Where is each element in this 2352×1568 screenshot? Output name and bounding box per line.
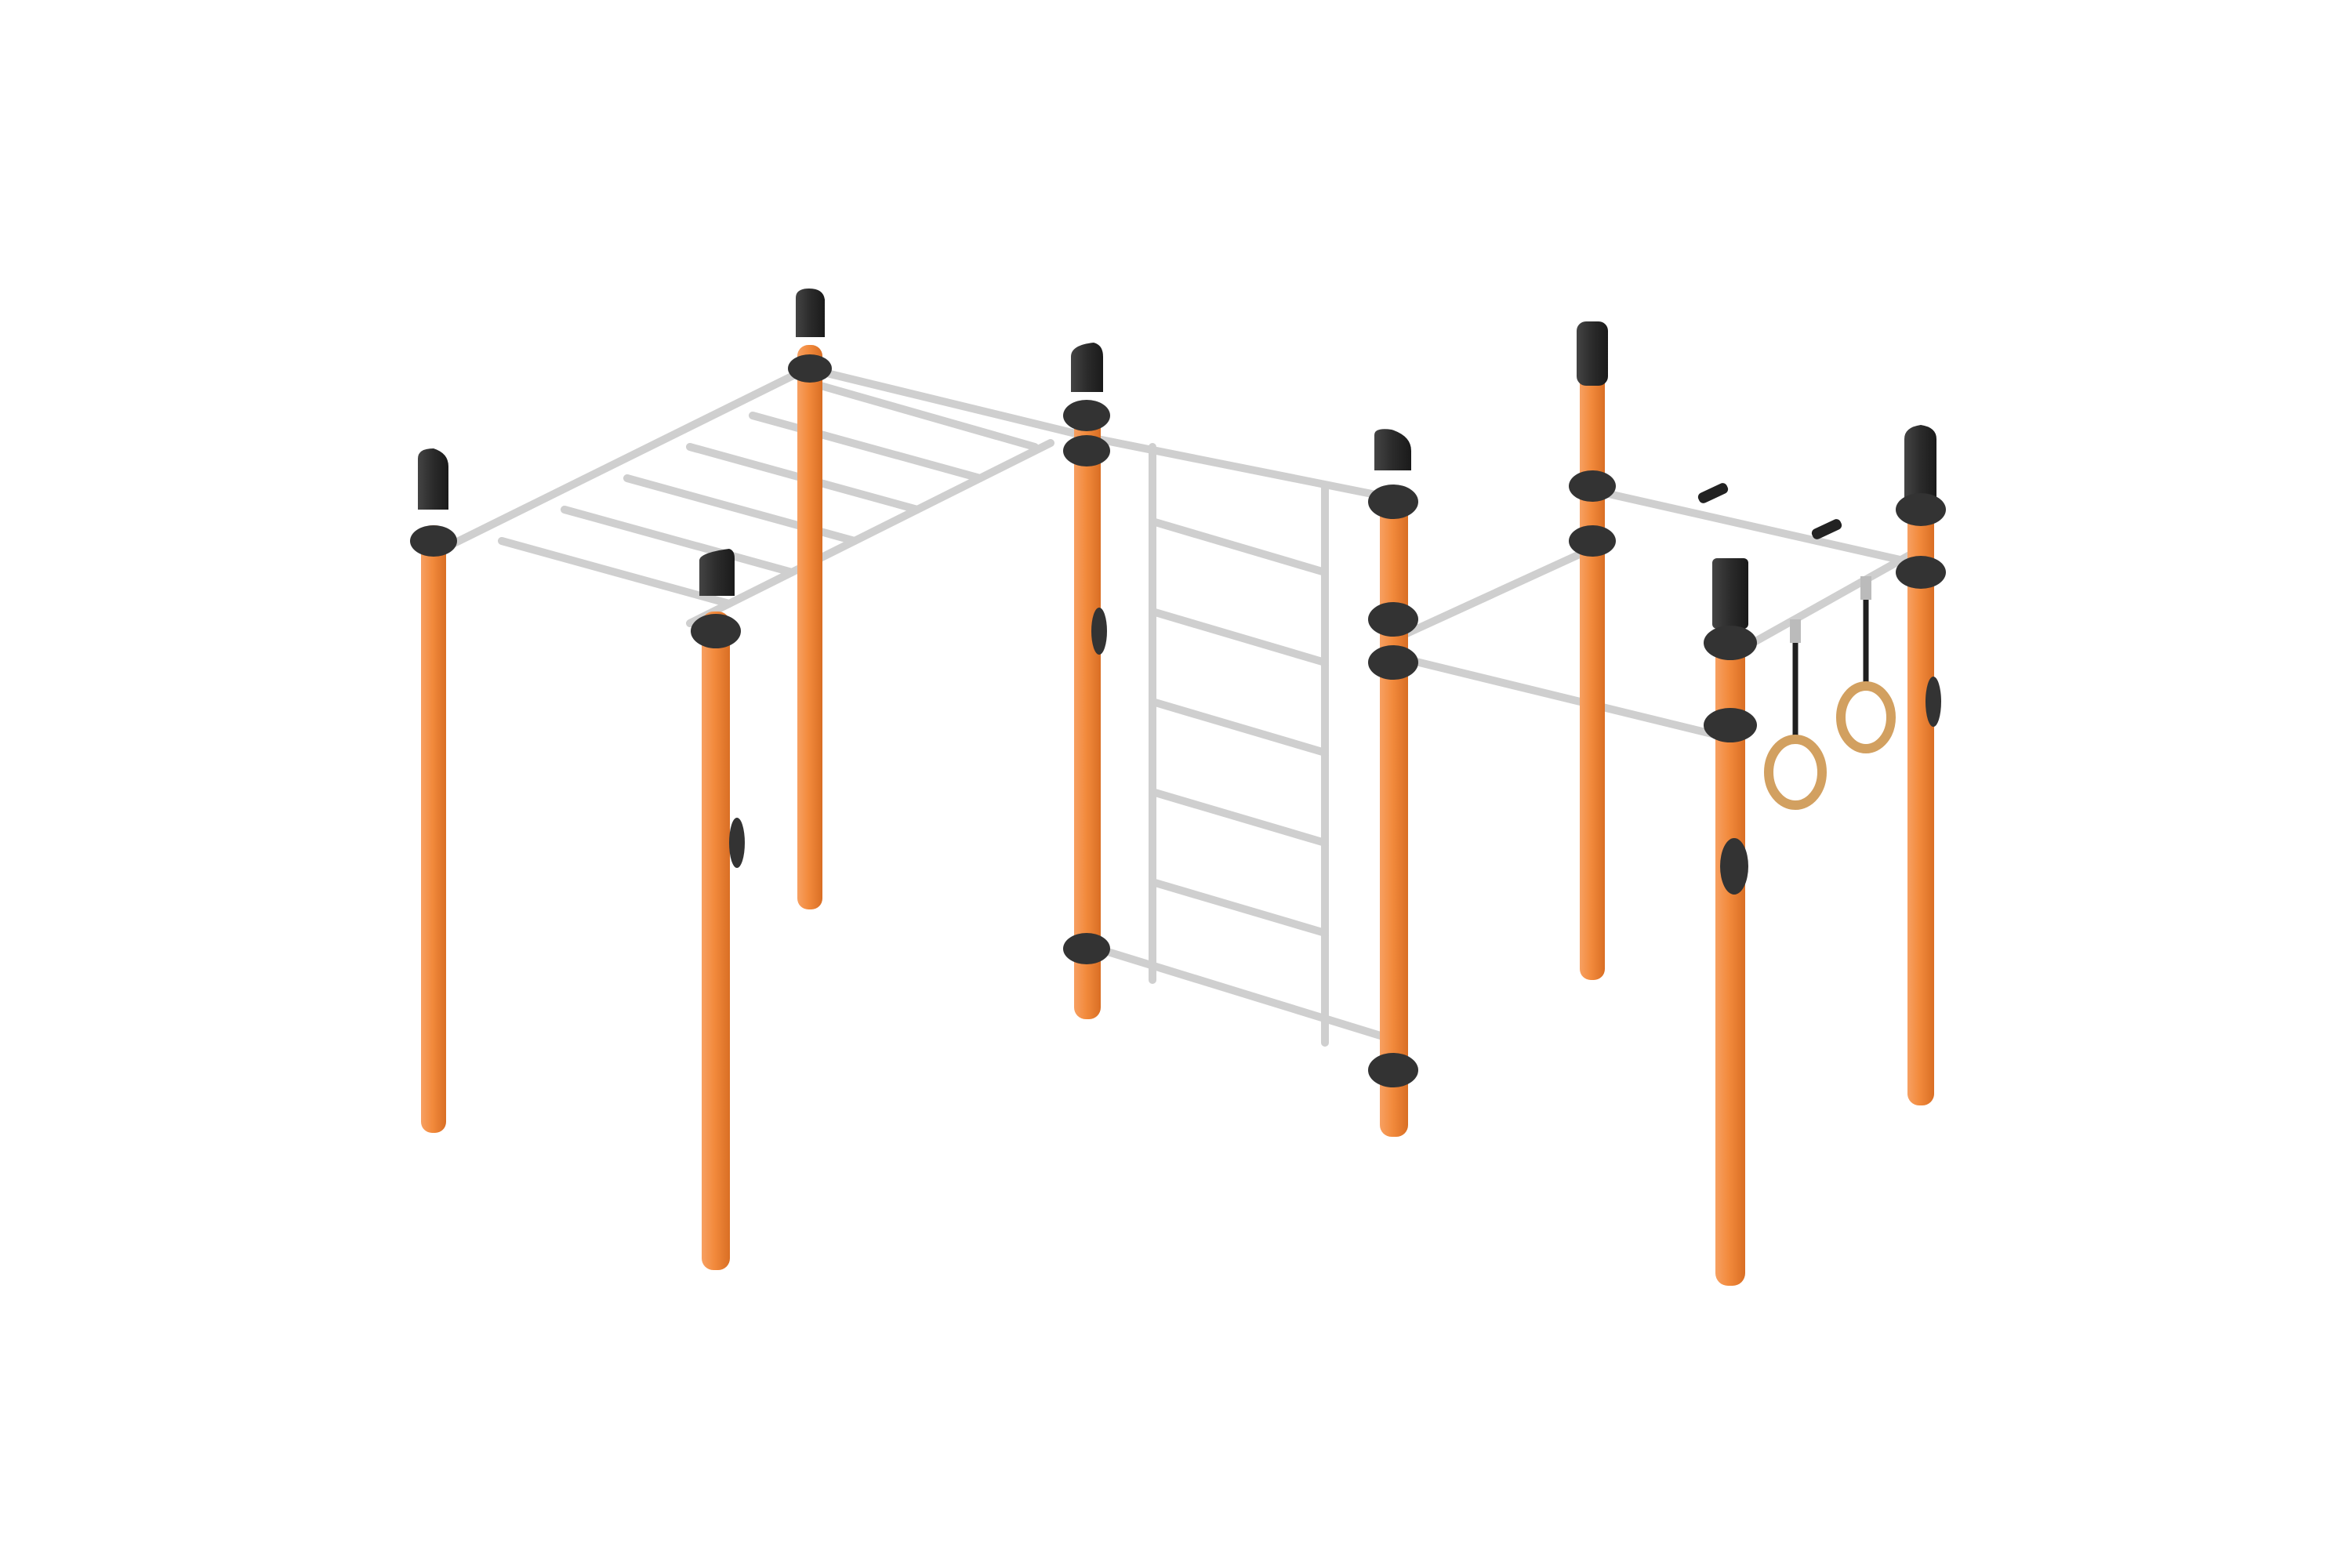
post-back-left-mb bbox=[788, 289, 832, 909]
pull-up-frame bbox=[1399, 486, 1925, 741]
post-front-left-mb bbox=[410, 448, 457, 1133]
post-front-pullup bbox=[1704, 558, 1757, 1286]
monkey-bars bbox=[439, 365, 1086, 627]
gymnastic-rings bbox=[1764, 576, 1896, 810]
post-front-right-mb bbox=[691, 549, 745, 1270]
grip-handles bbox=[1697, 483, 1842, 539]
post-back-right-pullup bbox=[1896, 425, 1946, 1105]
post-front-ladder bbox=[1368, 429, 1418, 1137]
wall-bars-ladder bbox=[1094, 435, 1415, 1047]
post-back-left-pullup bbox=[1569, 321, 1616, 980]
post-back-left-ladder bbox=[1063, 343, 1110, 1019]
